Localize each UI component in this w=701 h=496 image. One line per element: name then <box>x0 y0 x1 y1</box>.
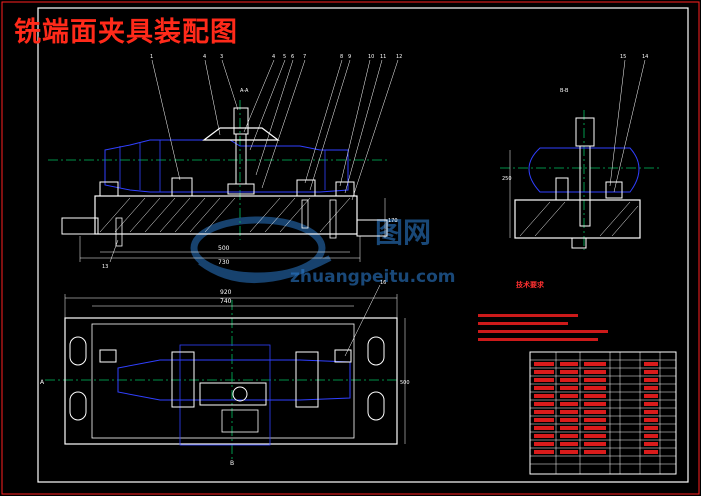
plan-view: 920 740 500 16 A B <box>40 280 410 467</box>
side-dim-250: 250 <box>502 176 512 182</box>
front-part-number: 8 <box>340 54 343 60</box>
front-part-number: 10 <box>368 54 374 60</box>
side-section-label: B-B <box>560 88 569 94</box>
side-part-number: 15 <box>620 54 626 60</box>
plan-dim-920: 920 <box>220 289 232 296</box>
plan-dim-740: 740 <box>220 298 232 305</box>
plan-section-b: B <box>230 460 234 467</box>
watermark-cn: 图网 <box>375 216 431 249</box>
front-part-number: 4 <box>272 54 275 60</box>
side-view: B-B 250 15 14 <box>500 54 660 250</box>
technical-requirements-heading: 技术要求 <box>516 281 544 289</box>
inner-frame <box>37 7 689 483</box>
watermark-en: zhuangpeitu.com <box>290 267 456 287</box>
front-part-number: 12 <box>396 54 402 60</box>
watermark-logo <box>190 216 332 284</box>
front-dim-730: 730 <box>218 259 230 266</box>
front-part-number: 3 <box>220 54 223 60</box>
front-view: A-A <box>48 54 402 270</box>
front-section-label: A-A <box>240 88 249 94</box>
front-dim-500: 500 <box>218 245 230 252</box>
front-part-number: 5 <box>283 54 286 60</box>
front-part-number: 6 <box>291 54 294 60</box>
front-part-number: 11 <box>380 54 386 60</box>
plan-dim-500: 500 <box>400 380 410 386</box>
front-part-number: 7 <box>303 54 306 60</box>
front-part-13: 13 <box>102 264 108 270</box>
front-part-number: 4 <box>203 54 206 60</box>
front-part-number: 9 <box>348 54 351 60</box>
title-block <box>529 351 677 475</box>
plan-part-16: 16 <box>380 280 386 286</box>
front-part-number: 1 <box>150 54 153 60</box>
front-dim-170: 170 <box>388 218 398 224</box>
drawing-title: 铣端面夹具装配图 <box>14 17 238 48</box>
plan-section-a: A <box>40 379 45 386</box>
side-part-number: 14 <box>642 54 648 60</box>
technical-requirements-block <box>478 314 608 341</box>
